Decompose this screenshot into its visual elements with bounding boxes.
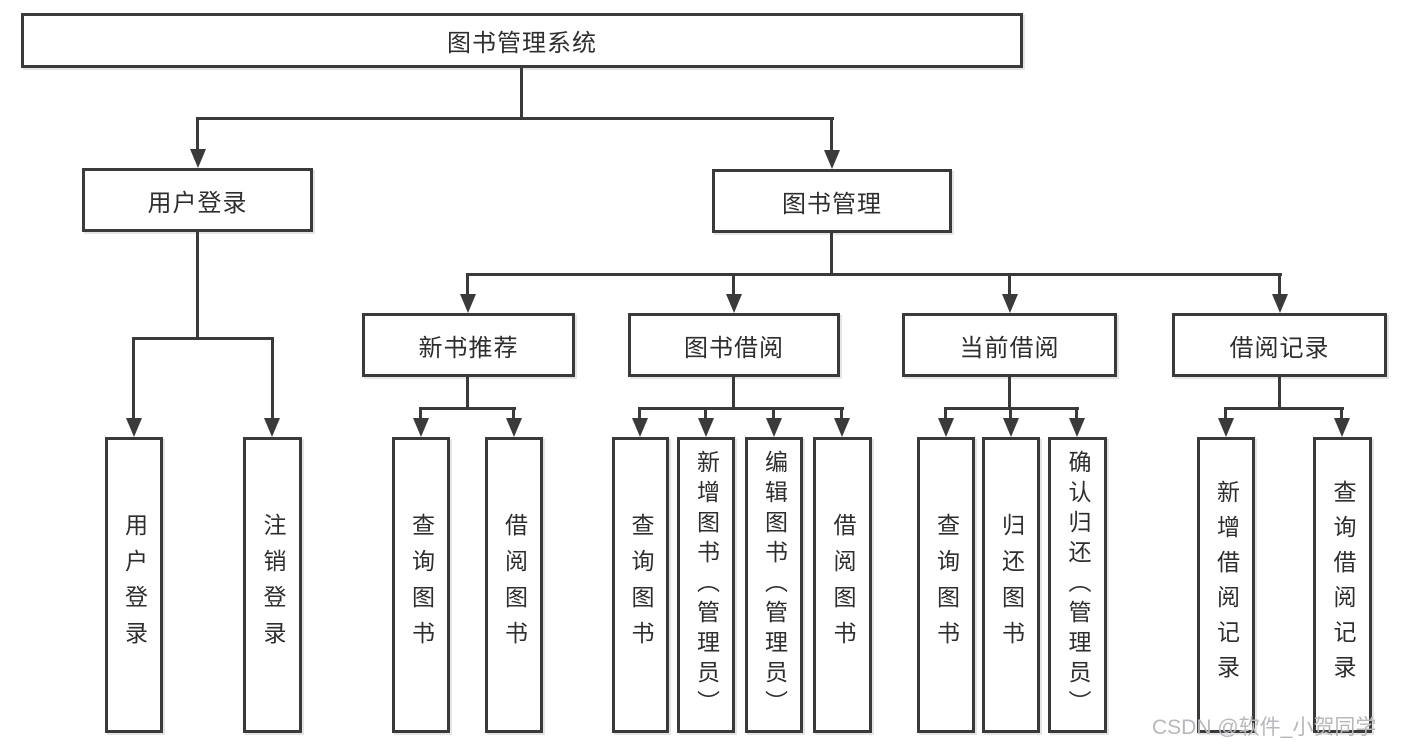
arrow-down-icon bbox=[1002, 294, 1018, 313]
leaf-user-login: 用户登录 bbox=[105, 437, 163, 733]
node-book-borrowing: 图书借阅 bbox=[628, 313, 840, 377]
leaf-confirm-return-admin-label: 确认归还（管理员） bbox=[1066, 450, 1089, 720]
leaf-add-borrow-record-label: 新增借阅记录 bbox=[1215, 480, 1238, 690]
leaf-return-books: 归还图书 bbox=[982, 437, 1040, 733]
node-user-login-label: 用户登录 bbox=[148, 183, 248, 218]
node-root: 图书管理系统 bbox=[21, 13, 1023, 68]
leaf-query-books-2-label: 查询图书 bbox=[629, 513, 652, 657]
arrow-down-icon bbox=[938, 418, 954, 437]
node-book-borrowing-label: 图书借阅 bbox=[684, 328, 784, 363]
arrow-down-icon bbox=[506, 418, 522, 437]
leaf-query-books-3: 查询图书 bbox=[917, 437, 975, 733]
connector-hline bbox=[132, 337, 274, 340]
arrow-down-icon bbox=[264, 418, 280, 437]
leaf-confirm-return-admin: 确认归还（管理员） bbox=[1048, 437, 1107, 733]
node-borrowing-records: 借阅记录 bbox=[1172, 313, 1387, 377]
connector-vline bbox=[1278, 377, 1281, 407]
connector-hline bbox=[638, 407, 844, 410]
connector-vline bbox=[271, 337, 274, 421]
arrow-down-icon bbox=[766, 418, 782, 437]
arrow-down-icon bbox=[1218, 418, 1234, 437]
leaf-user-login-label: 用户登录 bbox=[123, 513, 146, 657]
node-new-book-recommend: 新书推荐 bbox=[362, 313, 575, 377]
leaf-borrow-books-2: 借阅图书 bbox=[813, 437, 872, 733]
leaf-logout-label: 注销登录 bbox=[261, 513, 284, 657]
arrow-down-icon bbox=[126, 418, 142, 437]
arrow-down-icon bbox=[824, 150, 840, 169]
connector-vline bbox=[1008, 377, 1011, 407]
leaf-add-books-admin-label: 新增图书（管理员） bbox=[695, 450, 718, 720]
leaf-query-borrow-record-label: 查询借阅记录 bbox=[1331, 480, 1354, 690]
node-book-management: 图书管理 bbox=[712, 169, 952, 233]
arrow-down-icon bbox=[1334, 418, 1350, 437]
leaf-return-books-label: 归还图书 bbox=[1000, 513, 1023, 657]
connector-vline bbox=[132, 337, 135, 421]
connector-vline bbox=[466, 377, 469, 407]
arrow-down-icon bbox=[1069, 418, 1085, 437]
node-borrowing-records-label: 借阅记录 bbox=[1230, 328, 1330, 363]
connector-vline bbox=[196, 232, 199, 337]
leaf-add-borrow-record: 新增借阅记录 bbox=[1197, 437, 1255, 733]
leaf-logout: 注销登录 bbox=[243, 437, 302, 733]
connector-hline bbox=[197, 117, 834, 120]
connector-vline bbox=[830, 117, 833, 151]
arrow-down-icon bbox=[1003, 418, 1019, 437]
arrow-down-icon bbox=[190, 149, 206, 168]
connector-vline bbox=[830, 233, 833, 273]
leaf-query-books-1: 查询图书 bbox=[392, 437, 450, 733]
connector-hline bbox=[419, 407, 516, 410]
csdn-watermark: CSDN @软件_小贺同学 bbox=[1152, 711, 1376, 741]
arrow-down-icon bbox=[460, 294, 476, 313]
leaf-borrow-books-2-label: 借阅图书 bbox=[831, 513, 854, 657]
connector-hline bbox=[1224, 407, 1344, 410]
arrow-down-icon bbox=[1272, 294, 1288, 313]
leaf-borrow-books-1-label: 借阅图书 bbox=[503, 513, 526, 657]
leaf-edit-books-admin: 编辑图书（管理员） bbox=[745, 437, 803, 733]
connector-vline bbox=[196, 117, 199, 151]
leaf-borrow-books-1: 借阅图书 bbox=[485, 437, 543, 733]
leaf-edit-books-admin-label: 编辑图书（管理员） bbox=[763, 450, 786, 720]
node-book-management-label: 图书管理 bbox=[782, 184, 882, 219]
node-new-book-recommend-label: 新书推荐 bbox=[419, 328, 519, 363]
leaf-add-books-admin: 新增图书（管理员） bbox=[677, 437, 735, 733]
leaf-query-books-3-label: 查询图书 bbox=[935, 513, 958, 657]
arrow-down-icon bbox=[698, 418, 714, 437]
connector-hline bbox=[466, 273, 1282, 276]
arrow-down-icon bbox=[632, 418, 648, 437]
node-current-borrowing: 当前借阅 bbox=[902, 313, 1117, 377]
connector-vline bbox=[520, 68, 523, 117]
arrow-down-icon bbox=[834, 418, 850, 437]
node-current-borrowing-label: 当前借阅 bbox=[960, 328, 1060, 363]
node-user-login: 用户登录 bbox=[82, 168, 313, 232]
node-root-label: 图书管理系统 bbox=[447, 23, 597, 58]
leaf-query-books-1-label: 查询图书 bbox=[410, 513, 433, 657]
connector-vline bbox=[732, 377, 735, 407]
arrow-down-icon bbox=[413, 418, 429, 437]
leaf-query-books-2: 查询图书 bbox=[612, 437, 669, 733]
arrow-down-icon bbox=[726, 294, 742, 313]
leaf-query-borrow-record: 查询借阅记录 bbox=[1313, 437, 1372, 733]
